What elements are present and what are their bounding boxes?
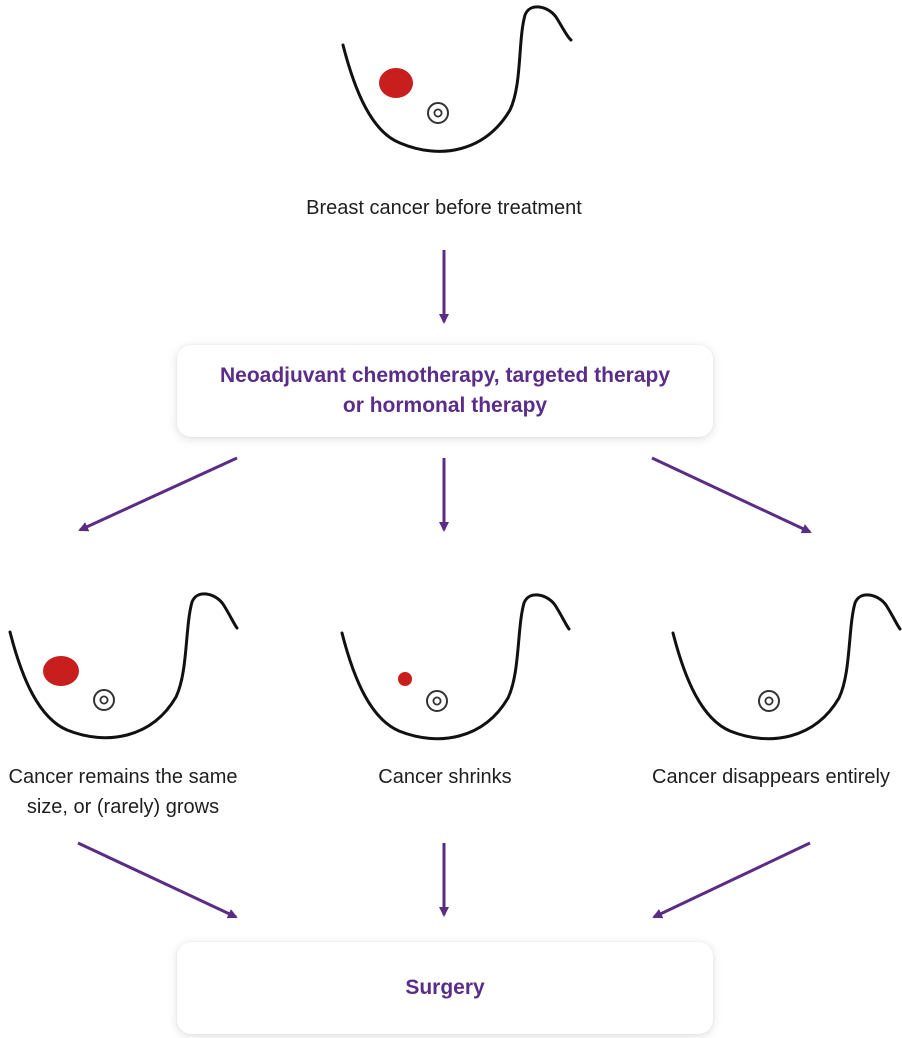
treatment-line-1: Neoadjuvant chemotherapy, targeted thera… <box>219 364 671 387</box>
breast-illustration-same <box>8 592 239 740</box>
breast-illustration-disappears <box>671 593 902 741</box>
caption-outcome-shrinks: Cancer shrinks <box>320 762 570 792</box>
nipple-icon <box>426 690 448 712</box>
breast-outline <box>671 593 902 741</box>
caption-before-treatment: Breast cancer before treatment <box>244 193 644 223</box>
caption-outcome-same: Cancer remains the same size, or (rarely… <box>0 762 246 822</box>
breast-illustration-shrinks <box>340 593 571 741</box>
breast-outline <box>340 593 571 741</box>
tumor-small <box>398 672 412 686</box>
outcome-disappears-text: Cancer disappears entirely <box>652 766 890 788</box>
breast-illustration-before <box>341 5 573 153</box>
nipple-icon <box>427 102 449 124</box>
nipple-icon <box>758 690 780 712</box>
arrow-same-to-surgery <box>77 841 238 919</box>
treatment-box: Neoadjuvant chemotherapy, targeted thera… <box>177 345 713 437</box>
nipple-icon <box>93 689 115 711</box>
breast-outline <box>8 592 239 740</box>
treatment-box-text: Neoadjuvant chemotherapy, targeted thera… <box>220 361 670 421</box>
breast-outline <box>341 5 573 153</box>
caption-outcome-disappears: Cancer disappears entirely <box>640 762 902 792</box>
surgery-label: Surgery <box>405 976 485 999</box>
outcome-same-line-1: Cancer remains the same <box>8 766 238 788</box>
arrow-to-outcome-disappears <box>651 456 812 534</box>
treatment-line-2: or hormonal therapy <box>342 394 548 417</box>
tumor-large <box>379 68 413 98</box>
surgery-box: Surgery <box>177 942 713 1034</box>
arrow-to-outcome-same <box>78 456 238 532</box>
outcome-shrinks-text: Cancer shrinks <box>378 766 512 788</box>
caption-before-treatment-text: Breast cancer before treatment <box>306 197 582 219</box>
tumor-large <box>43 656 79 686</box>
arrow-disappears-to-surgery <box>652 841 811 919</box>
outcome-same-line-2: size, or (rarely) grows <box>26 796 220 818</box>
